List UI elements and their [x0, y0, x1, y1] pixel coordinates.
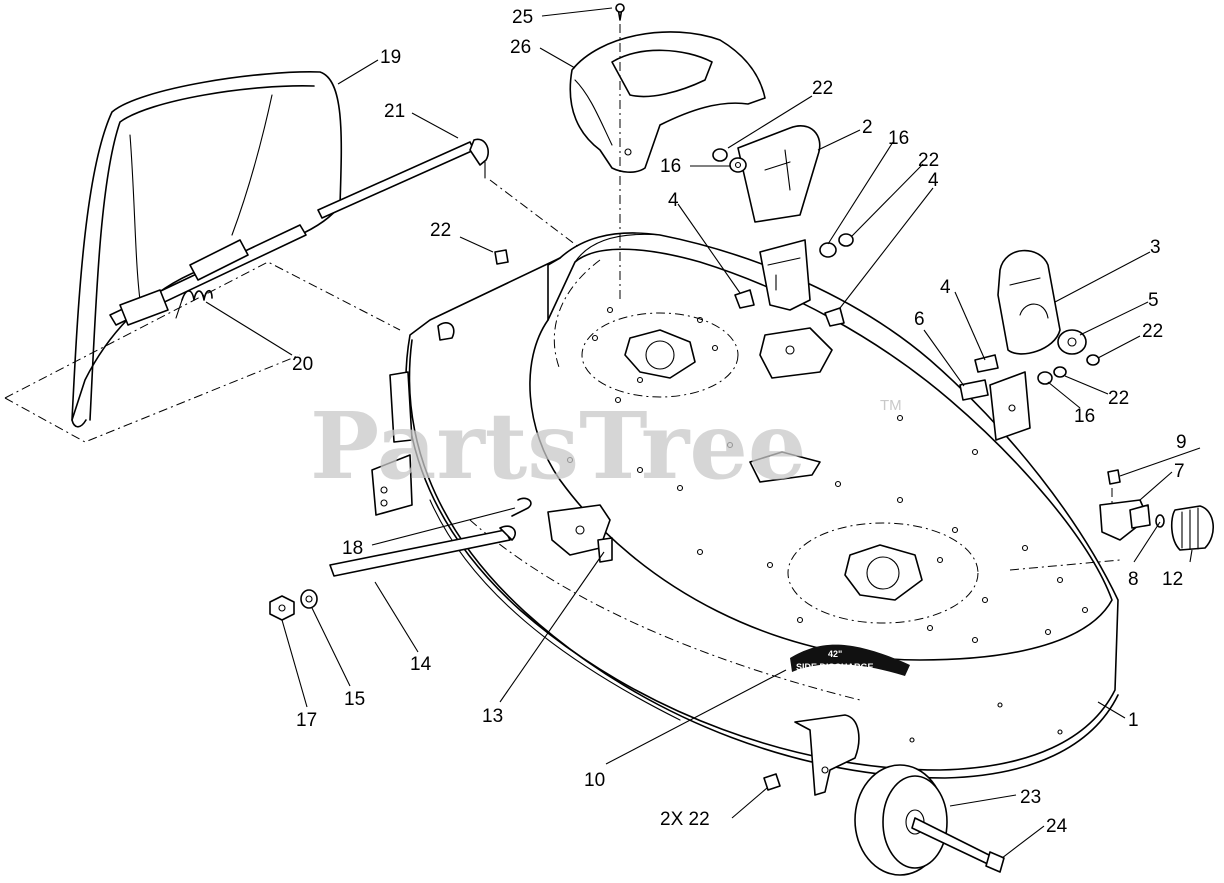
callout-15: 15 [344, 689, 365, 710]
callout-12: 12 [1162, 569, 1183, 590]
callout-22: 22 [430, 220, 451, 241]
callout-22: 22 [1142, 321, 1163, 342]
deck-decal-text: SIDE DISCHARGE [796, 662, 874, 672]
callout-22: 22 [1108, 388, 1129, 409]
callout-17: 17 [296, 710, 317, 731]
callout-4: 4 [940, 277, 951, 298]
callout-6: 6 [914, 309, 925, 330]
anti-scalp-wheel [763, 714, 1005, 876]
deck-decal-size: 42" [828, 649, 842, 659]
callout-3: 3 [1150, 237, 1161, 258]
mower-deck: 42" SIDE DISCHARGE [405, 232, 1121, 779]
watermark: PartsTree [310, 392, 806, 500]
callout-21: 21 [384, 101, 405, 122]
discharge-chute [71, 71, 343, 428]
callout-16: 16 [660, 156, 681, 177]
callout-18: 18 [342, 538, 363, 559]
callout-16: 16 [1074, 406, 1095, 427]
adjustment-knob [1099, 469, 1214, 551]
callout-2: 2 [862, 117, 873, 138]
torsion-spring [175, 289, 213, 319]
callout-24: 24 [1046, 816, 1068, 837]
callout-22: 22 [812, 78, 833, 99]
callout-16: 16 [888, 128, 909, 149]
callout-labels: 25 26 19 21 22 2 16 16 22 4 4 22 3 4 5 2… [292, 7, 1187, 837]
pivot-rod [317, 138, 489, 219]
callout-1: 1 [1128, 710, 1139, 731]
callout-10: 10 [584, 770, 605, 791]
callout-14: 14 [410, 654, 432, 675]
callout-22: 22 [918, 150, 939, 171]
idler-bracket [737, 125, 821, 311]
callout-23: 23 [1020, 787, 1041, 808]
callout-25: 25 [512, 7, 533, 28]
callout-2x-22: 2X 22 [660, 809, 710, 830]
callout-5: 5 [1148, 290, 1159, 311]
callout-4: 4 [928, 170, 939, 191]
pulley-bracket [989, 249, 1061, 441]
callout-4: 4 [668, 190, 679, 211]
callout-9: 9 [1176, 432, 1187, 453]
deck-side-bracket [371, 322, 455, 516]
callout-8: 8 [1128, 569, 1139, 590]
watermark-trademark: TM [880, 397, 902, 414]
hardware [494, 148, 1100, 401]
callout-20: 20 [292, 354, 313, 375]
callout-19: 19 [380, 47, 401, 68]
height-adjust-linkage [269, 497, 613, 621]
leader-lines [205, 7, 1201, 859]
callout-13: 13 [482, 706, 503, 727]
callout-26: 26 [510, 37, 531, 58]
callout-7: 7 [1174, 461, 1185, 482]
belt-cover [569, 3, 766, 300]
